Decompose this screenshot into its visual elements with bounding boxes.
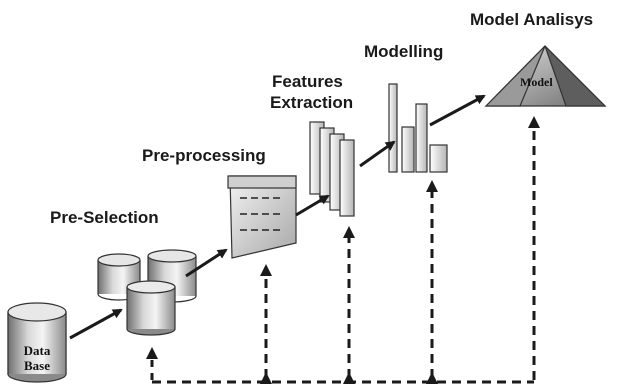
modelling-bars bbox=[388, 83, 448, 173]
feedback-lines bbox=[146, 116, 540, 384]
arrow-preprocessing-to-features bbox=[295, 194, 330, 217]
model-analysis-label: Model Analisys bbox=[470, 10, 594, 29]
preselection-cylinder-front bbox=[126, 280, 176, 336]
arrow-preselection-to-preprocessing bbox=[185, 248, 228, 278]
arrow-database-to-preselection bbox=[69, 308, 123, 340]
model-pyramid bbox=[484, 45, 607, 107]
arrow-modelling-to-model bbox=[429, 94, 486, 127]
features-label-line2: Extraction bbox=[270, 93, 354, 112]
modelling-label: Modelling bbox=[364, 42, 444, 61]
preprocessing-label: Pre-processing bbox=[142, 146, 266, 165]
arrow-features-to-modelling bbox=[359, 140, 396, 168]
preprocessing-document bbox=[227, 175, 297, 259]
model-label: Model bbox=[520, 75, 553, 89]
database-label: Data Base bbox=[23, 343, 51, 373]
database-cylinder bbox=[7, 302, 67, 383]
flow-arrows bbox=[69, 94, 486, 340]
features-label-line1: Features bbox=[272, 72, 343, 91]
features-extraction-bars bbox=[309, 121, 355, 217]
preselection-label: Pre-Selection bbox=[50, 208, 159, 227]
